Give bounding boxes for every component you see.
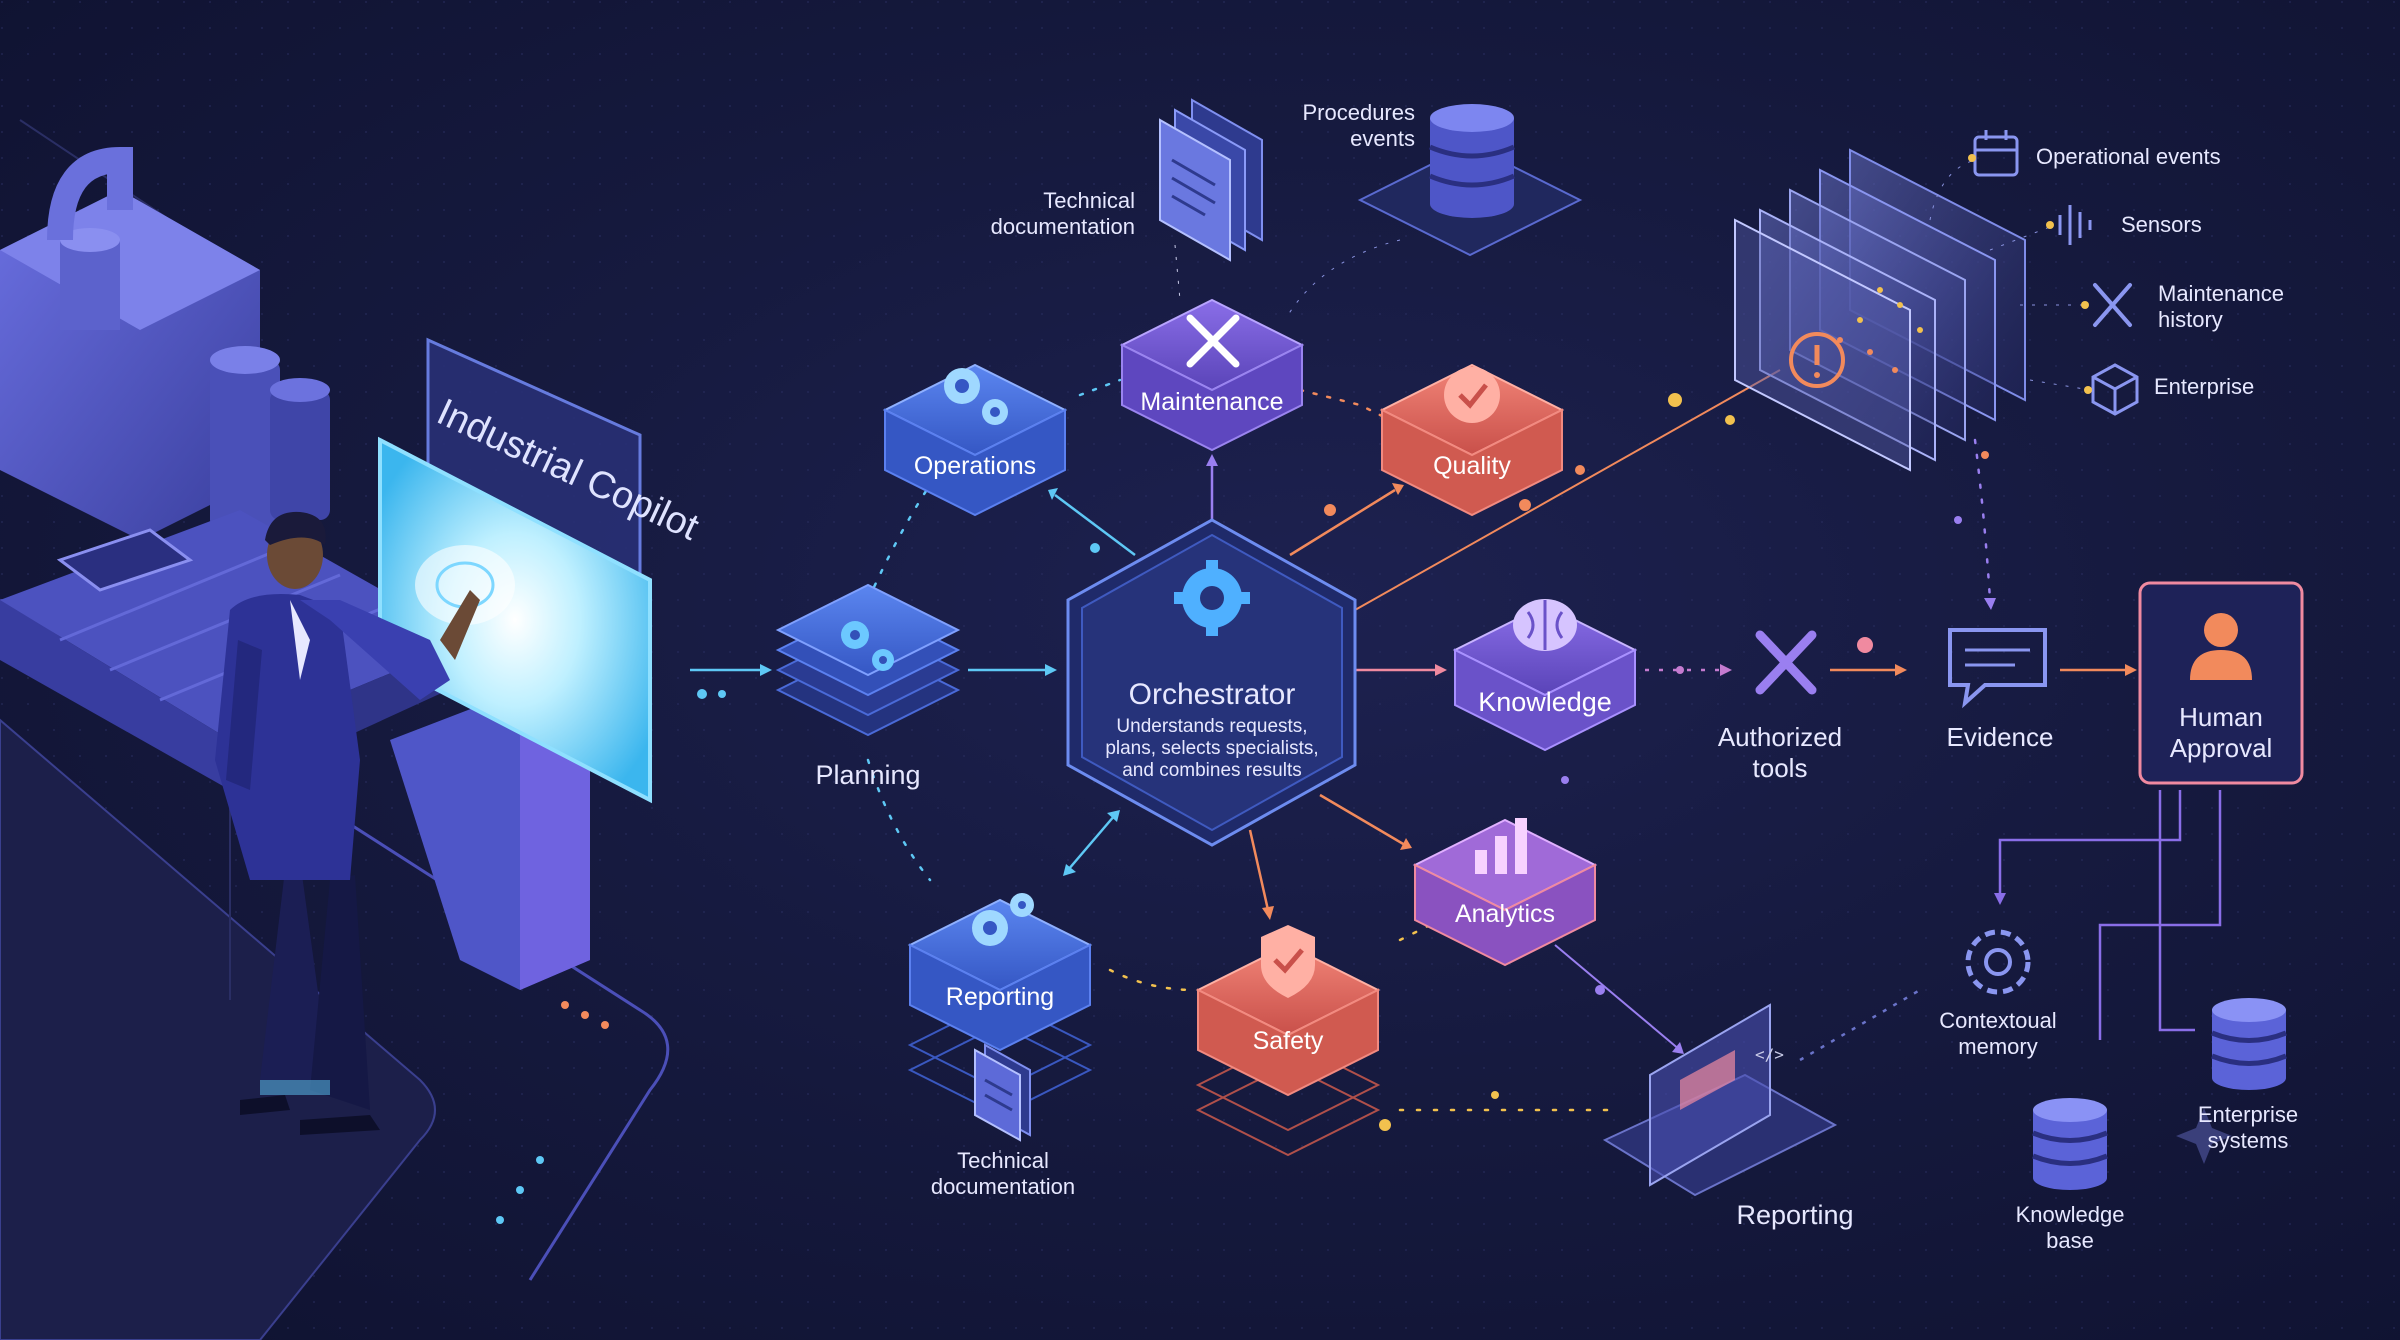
safety-label: Safety	[1252, 1027, 1324, 1055]
orchestrator-description: Understands requests, plans, selects spe…	[1105, 716, 1319, 781]
enterprise-label: Enterprise	[2154, 374, 2255, 399]
authorized-tools-label: Authorized tools	[1717, 722, 1843, 783]
technical-documentation-bottom-label: Technical documentation	[930, 1148, 1076, 1199]
speech-bubble-icon	[1948, 628, 2047, 709]
contextual-memory-label: Contextoual memory	[1939, 1008, 2057, 1059]
maintenance-label: Maintenance	[1140, 388, 1284, 416]
human-approval-card	[2138, 581, 2304, 785]
bar-chart-icon	[1475, 818, 1527, 874]
database-icon	[1357, 104, 1583, 257]
engineer-figure	[215, 511, 480, 1135]
reporting-left-node	[907, 898, 1093, 1117]
wrench-screwdriver-icon	[1186, 314, 1240, 368]
planning-node	[775, 583, 961, 737]
orchestrator-node	[1066, 518, 1357, 847]
shield-check-icon	[1261, 925, 1315, 998]
connectors	[690, 369, 2222, 1112]
brain-icon	[1513, 599, 1577, 651]
sparkle-icon	[2176, 1108, 2232, 1164]
quality-label: Quality	[1433, 452, 1511, 480]
planning-label: Planning	[815, 760, 921, 790]
operational-events-label: Operational events	[2036, 144, 2221, 169]
procedures-events-label: Procedures events	[1302, 100, 1415, 151]
knowledge-label: Knowledge	[1478, 687, 1612, 717]
enterprise-systems-label: Enterprise systems	[2197, 1102, 2299, 1153]
knowledge-base-label: Knowledge base	[2015, 1202, 2125, 1253]
orchestrator-title: Orchestrator	[1128, 678, 1296, 711]
operations-label: Operations	[913, 452, 1037, 480]
evidence-label: Evidence	[1946, 722, 2054, 752]
svg-text:</>: </>	[1755, 1045, 1784, 1064]
human-approval-label: Human Approval	[2169, 702, 2273, 763]
reporting-gear-icon	[972, 893, 1034, 946]
alert-icon	[1789, 332, 1845, 388]
document-icon-bottom	[974, 1043, 1031, 1142]
code-window-icon: </>	[1602, 1003, 1838, 1197]
reporting-right-label: Reporting	[1736, 1200, 1854, 1230]
maintenance-history-label: Maintenance history	[2158, 281, 2284, 332]
analytics-label: Analytics	[1454, 900, 1556, 928]
knowledge-base-database-icon	[2032, 1098, 2108, 1190]
tools-icon	[2093, 283, 2132, 327]
authorized-tools-icon	[1755, 630, 1817, 695]
operations-node	[882, 363, 1068, 517]
technical-documentation-top-label: Technical documentation	[990, 188, 1135, 239]
enterprise-systems-database-icon	[2211, 998, 2287, 1090]
particle-dots	[1090, 393, 1989, 1131]
orchestrator-gear-icon	[1174, 560, 1250, 636]
data-layer-panels	[1734, 148, 2026, 472]
operations-gear-icon	[944, 368, 1008, 425]
factory-scene	[0, 119, 670, 1340]
planning-gear-icon	[841, 621, 894, 671]
document-icon	[1159, 98, 1263, 262]
badge-check-icon	[1444, 367, 1500, 423]
sensors-label: Sensors	[2121, 212, 2202, 237]
reporting-left-label: Reporting	[945, 983, 1055, 1011]
contextual-memory-gear-icon	[1965, 929, 2031, 995]
cube-icon	[2091, 363, 2139, 416]
waveform-icon	[2058, 205, 2092, 245]
